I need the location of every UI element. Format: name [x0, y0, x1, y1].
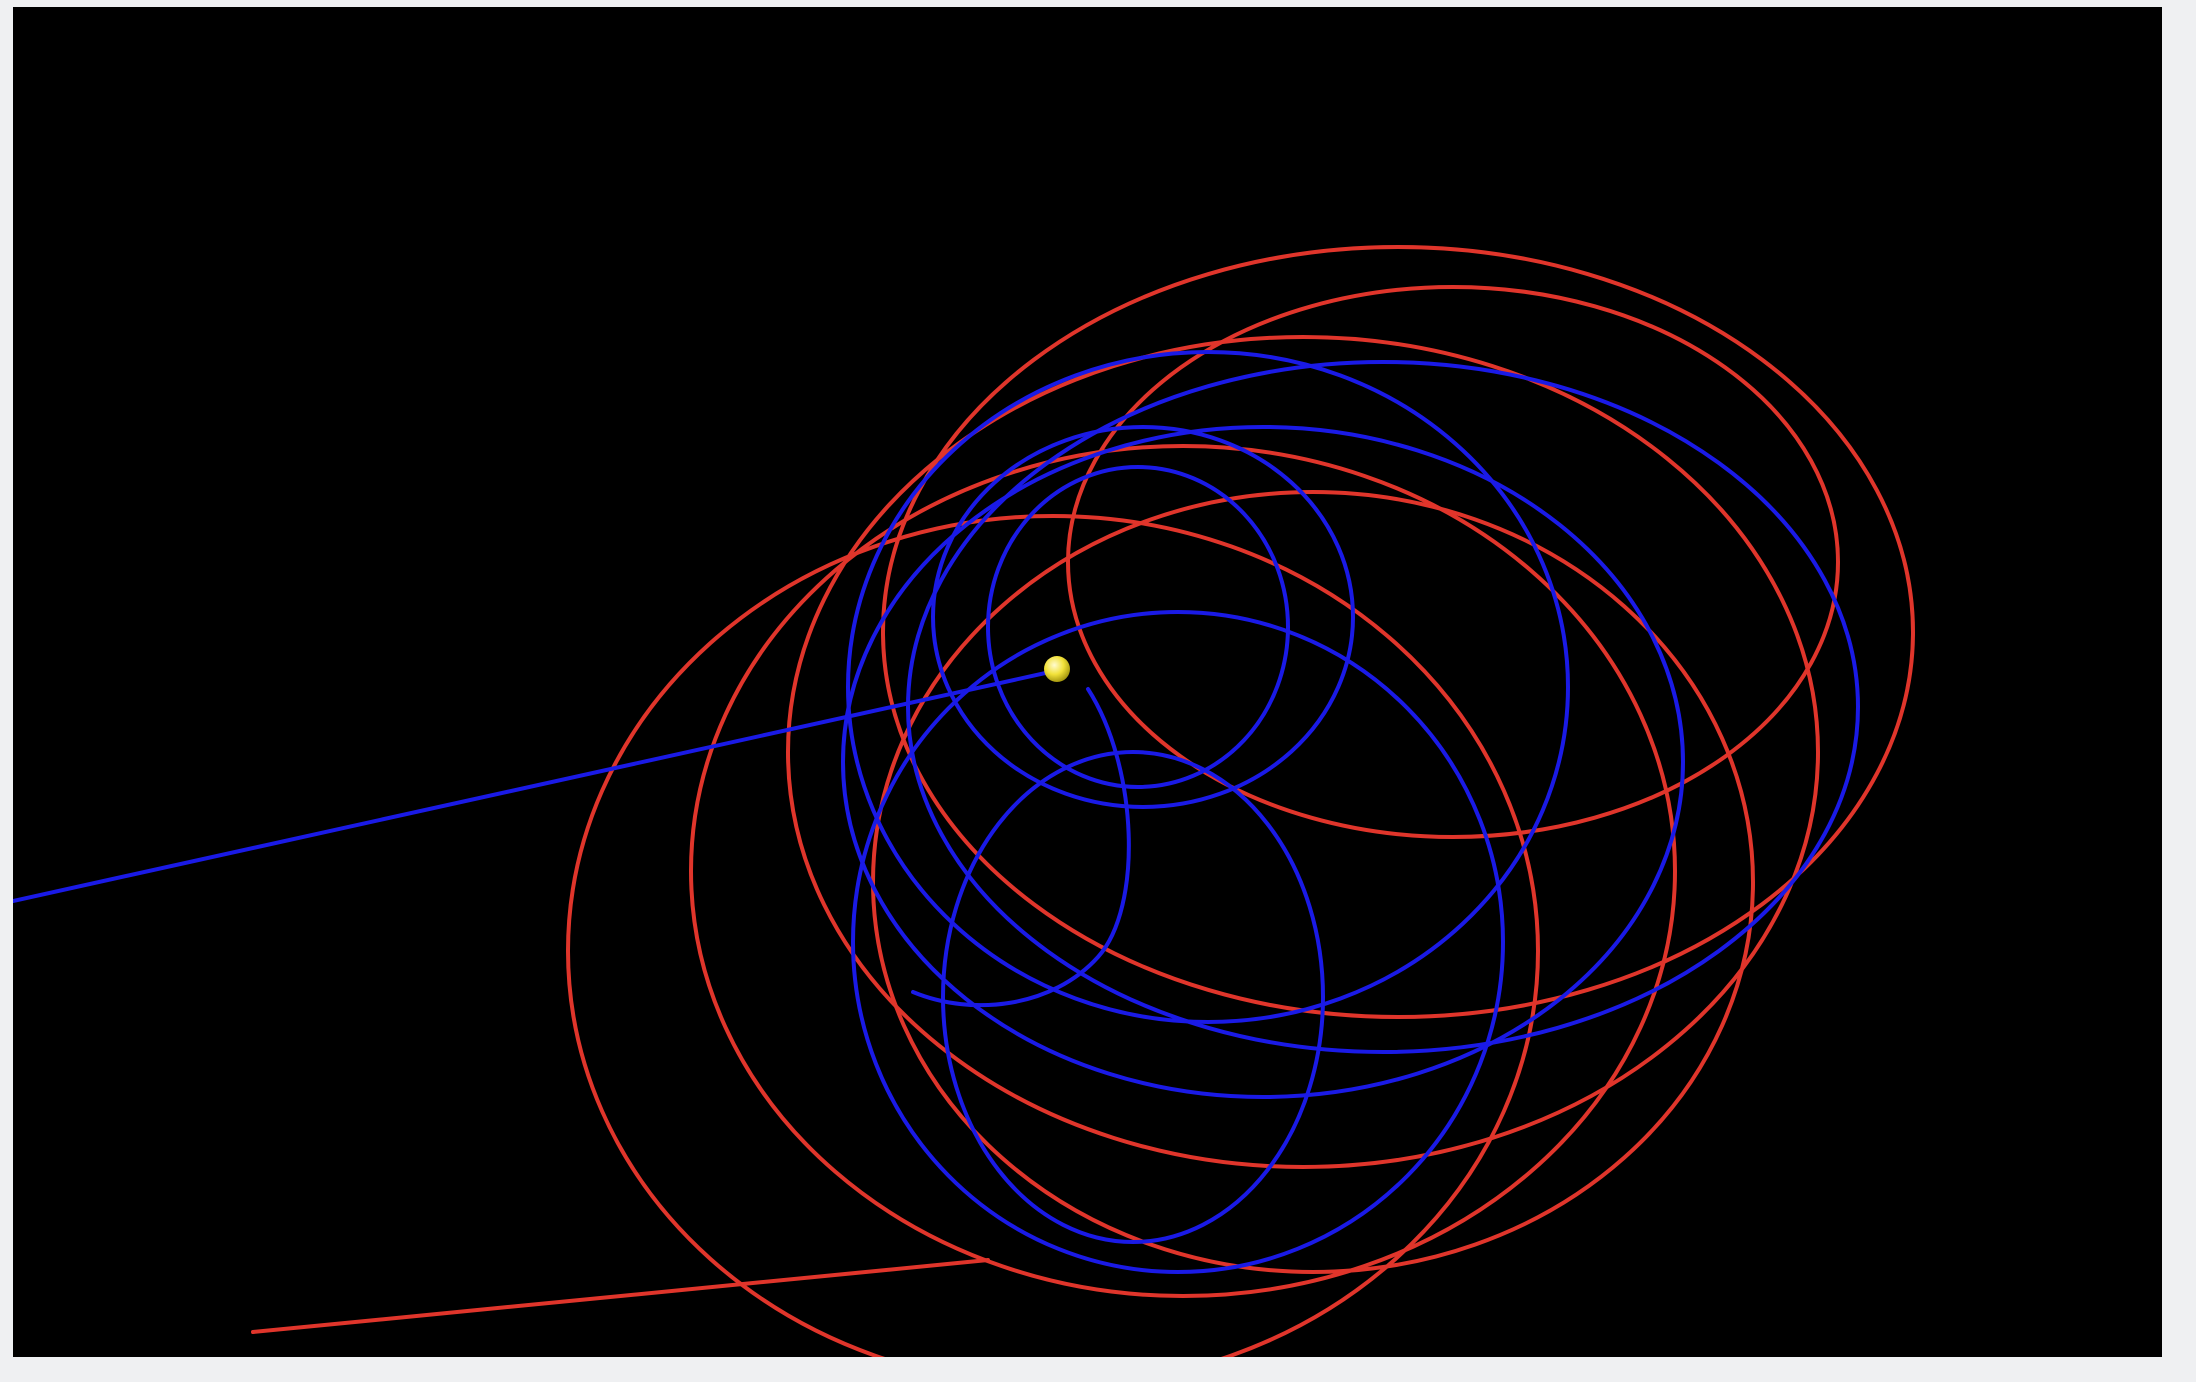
- scene-background: [13, 7, 2162, 1357]
- blue-orbit-loop-2: [931, 425, 1355, 809]
- blue-orbit-loop-5: [851, 610, 1505, 1274]
- red-orbit-loop-4: [881, 245, 1915, 1019]
- red-orbit-loop-5: [1066, 285, 1840, 839]
- blue-escape-leg: [13, 668, 1061, 903]
- blue-descent-arc: [911, 687, 1131, 1008]
- orbit-scene[interactable]: [13, 7, 2162, 1357]
- central-body-sun[interactable]: [1044, 656, 1070, 682]
- blue-orbit-loop-1: [986, 465, 1290, 789]
- red-orbit-loop-1: [566, 514, 1540, 1357]
- red-trajectory: [251, 245, 1915, 1357]
- 3d-viewport[interactable]: [13, 7, 2162, 1357]
- red-orbit-loop-3: [786, 335, 1820, 1169]
- red-orbit-loop-2: [689, 444, 1677, 1298]
- blue-trajectory: [13, 350, 1860, 1274]
- red-escape-leg: [251, 1258, 990, 1334]
- blue-orbit-loop-4: [841, 425, 1685, 1099]
- blue-orbit-loop-6: [906, 360, 1860, 1054]
- blue-orbit-loop-3: [846, 350, 1570, 1024]
- blue-orbit-loop-7: [941, 750, 1325, 1244]
